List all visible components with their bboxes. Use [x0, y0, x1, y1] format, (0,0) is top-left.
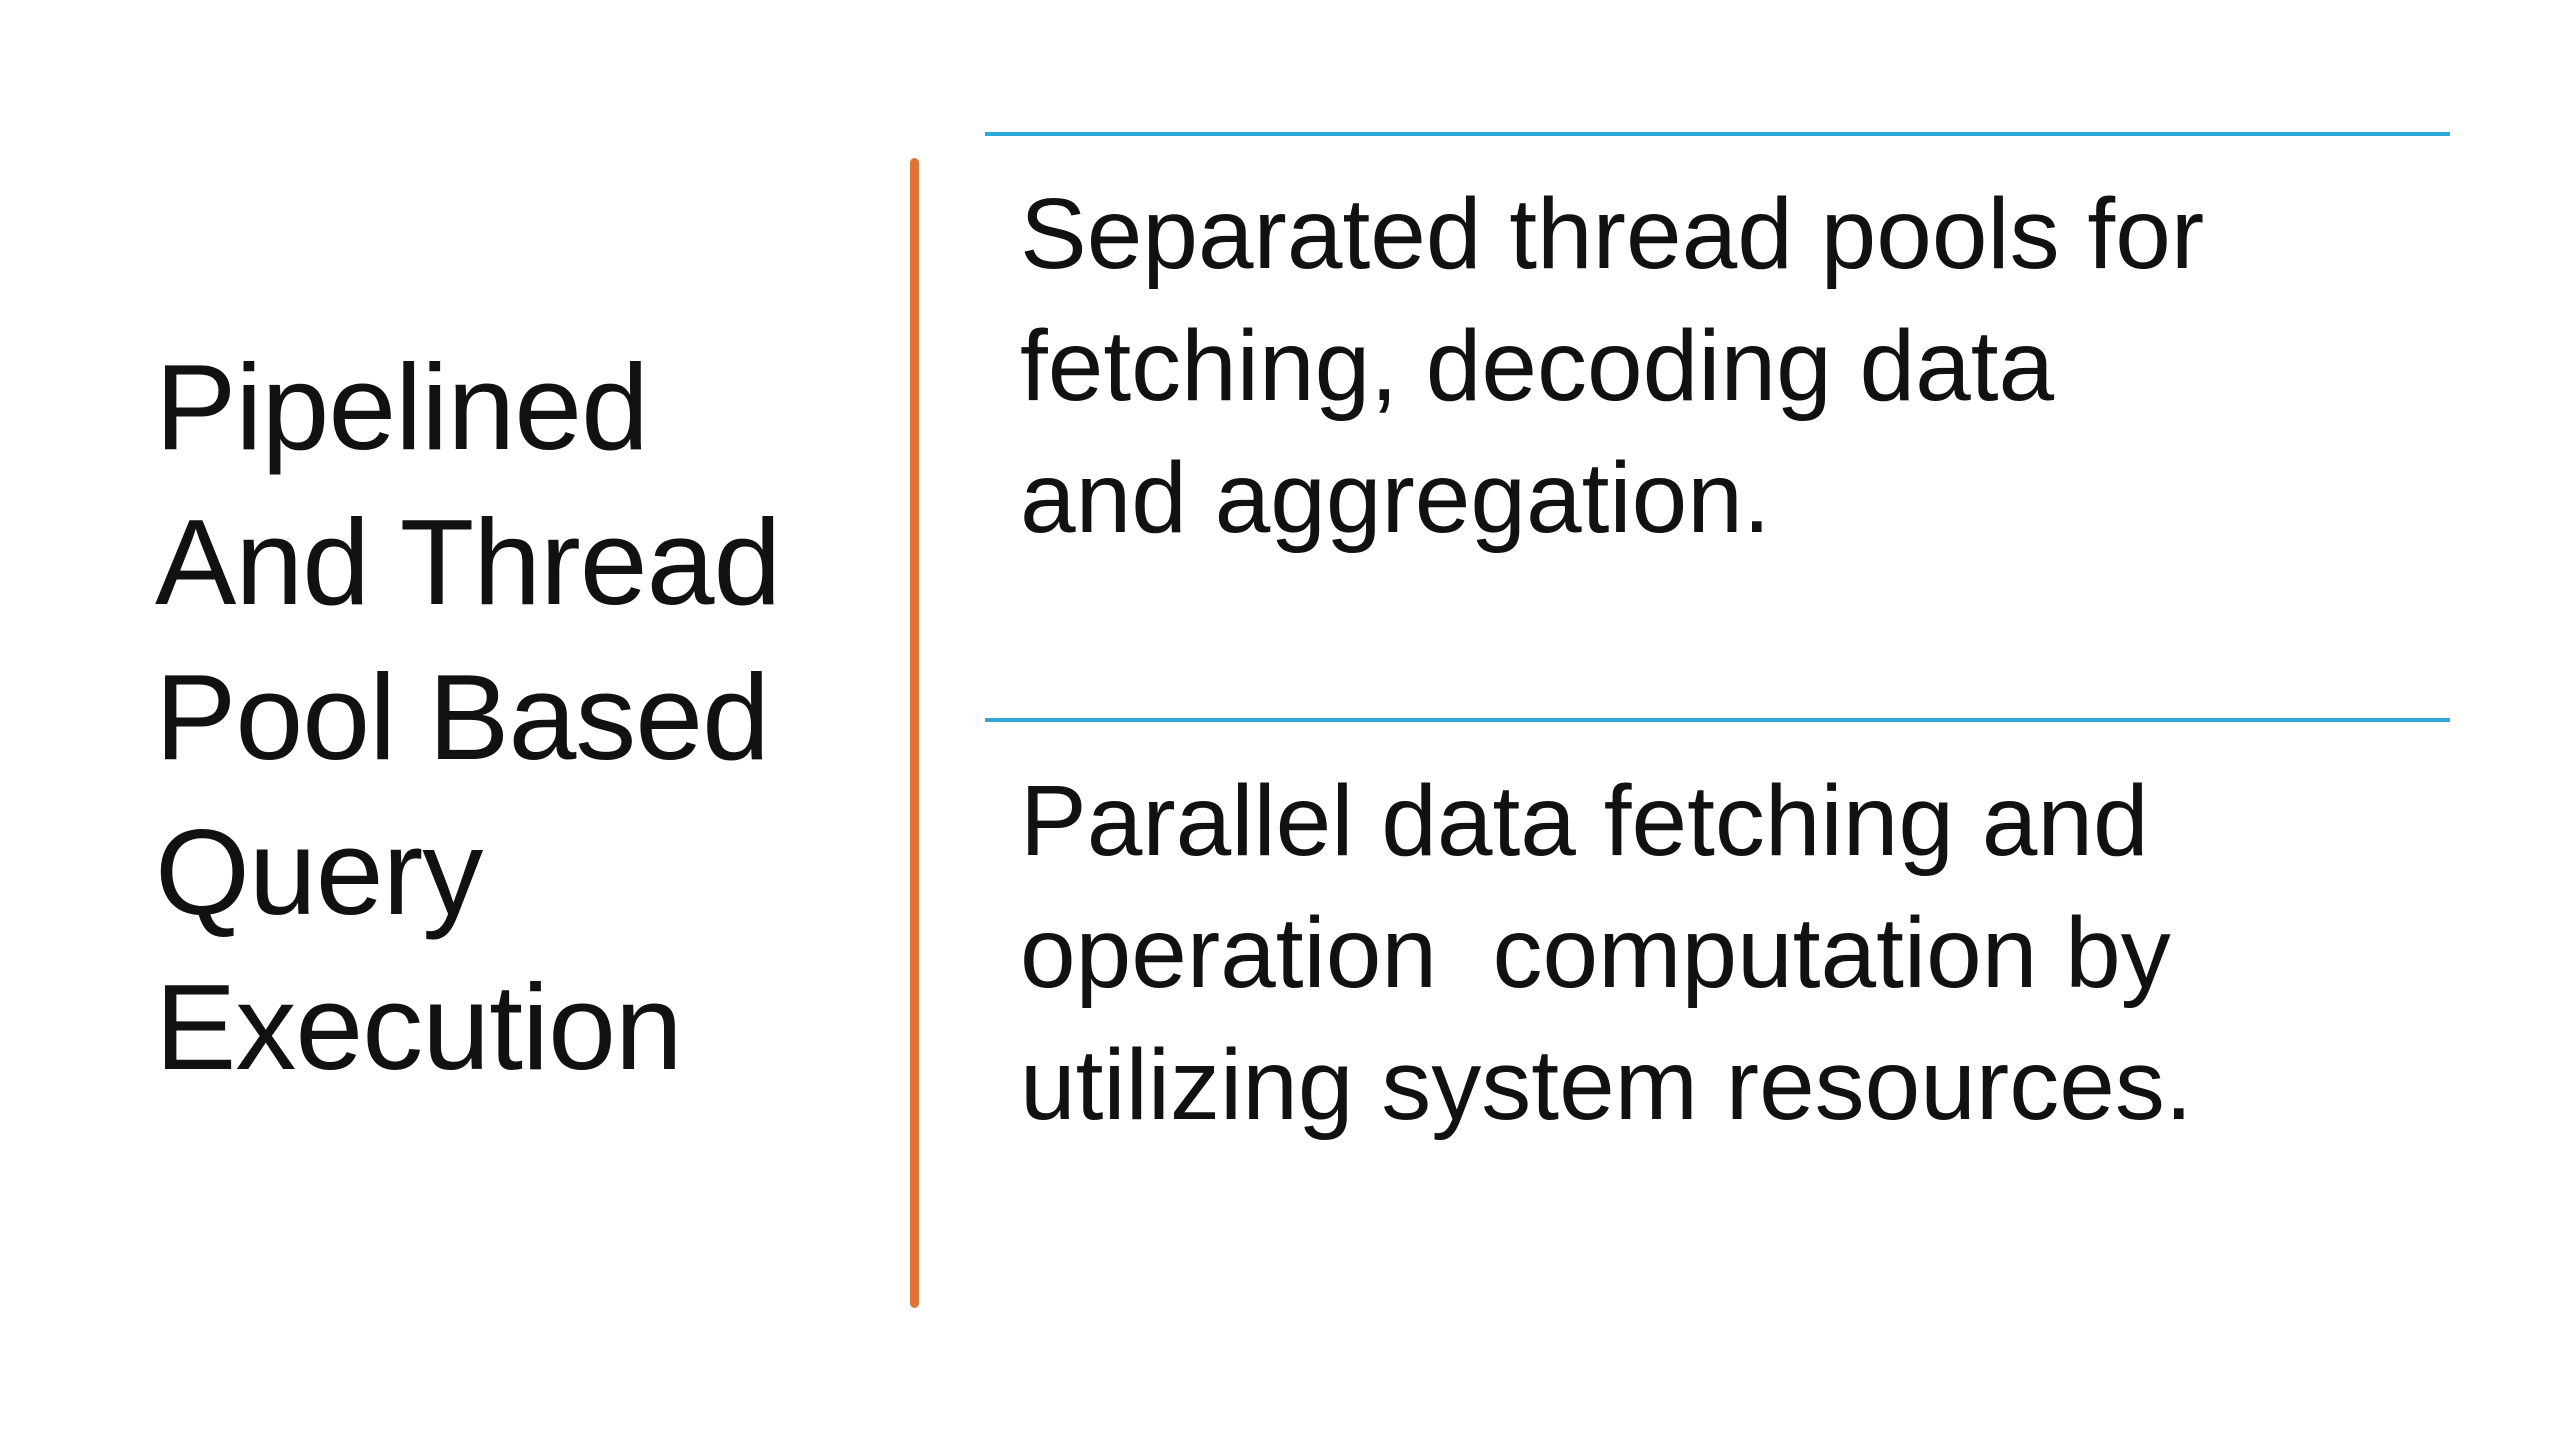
title-line: Execution: [155, 959, 683, 1095]
slide-title: Pipelined And Thread Pool Based Query Ex…: [155, 330, 875, 1105]
title-line: Pool Based: [155, 649, 770, 785]
point-line: Parallel data fetching and: [1020, 765, 2149, 877]
title-line: Query: [155, 804, 483, 940]
title-line: Pipelined: [155, 339, 649, 475]
point-line: operation computation by: [1020, 897, 2171, 1009]
vertical-divider: [910, 158, 919, 1308]
point-line: and aggregation.: [1020, 442, 1771, 554]
point-text: Parallel data fetching and operation com…: [1020, 755, 2440, 1151]
point-separator-line: [985, 718, 2450, 722]
point-line: fetching, decoding data: [1020, 310, 2055, 422]
point-line: Separated thread pools for: [1020, 178, 2205, 290]
point-line: utilizing system resources.: [1020, 1029, 2193, 1141]
point-separator-line: [985, 132, 2450, 136]
point-text: Separated thread pools for fetching, dec…: [1020, 168, 2440, 564]
title-line: And Thread: [155, 494, 781, 630]
